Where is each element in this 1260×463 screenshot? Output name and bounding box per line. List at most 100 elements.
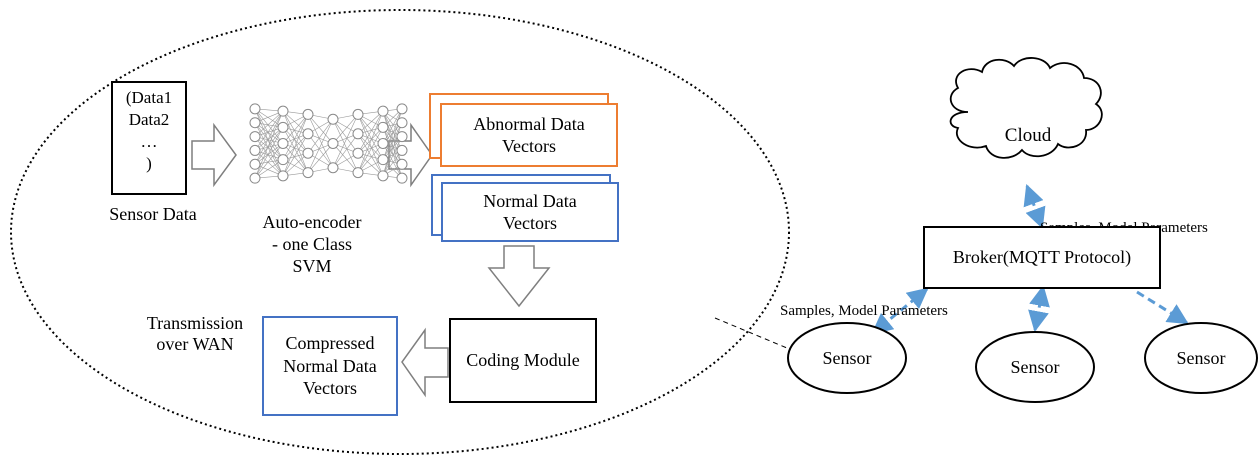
nn-neuron <box>277 138 289 149</box>
nn-connection <box>307 119 334 154</box>
nn-connection <box>282 127 309 154</box>
nn-neuron <box>277 105 289 117</box>
nn-connection <box>357 111 384 173</box>
nn-neuron <box>249 144 261 156</box>
nn-neuron <box>396 117 408 129</box>
nn-neuron <box>302 108 314 120</box>
sensor-node-2 <box>975 331 1095 403</box>
normal-data-box: Normal Data Vectors <box>441 182 619 242</box>
nn-neuron <box>249 117 261 129</box>
block-arrow-left <box>401 327 449 398</box>
nn-connection <box>282 114 309 160</box>
nn-connection <box>254 111 284 165</box>
nn-connection <box>357 152 384 177</box>
nn-neuron <box>377 154 389 166</box>
nn-connection <box>282 111 309 154</box>
nn-connection <box>382 143 403 179</box>
compressed-line-2: Normal Data <box>283 355 377 376</box>
nn-connection <box>382 108 403 160</box>
nn-neuron <box>352 167 364 179</box>
normal-line-1: Normal Data <box>483 190 577 211</box>
nn-connection <box>254 150 284 177</box>
sensor-data-box: (Data1 Data2 … ) <box>111 81 187 195</box>
nn-neuron <box>352 147 364 159</box>
sensor-data-label: Sensor Data <box>109 204 197 224</box>
nn-connection <box>332 119 359 154</box>
nn-connection <box>282 133 309 160</box>
nn-neuron <box>377 138 389 149</box>
sensor-node-1 <box>787 322 907 394</box>
nn-connection <box>254 122 284 160</box>
nn-connection <box>357 127 384 154</box>
sensor-label-3: Sensor <box>1177 348 1226 368</box>
nn-connection <box>382 136 403 176</box>
nn-connection <box>307 133 334 168</box>
nn-connection <box>332 114 359 168</box>
nn-connection <box>382 127 403 165</box>
sensor-data-line-2: Data2 <box>128 110 170 130</box>
coding-module-box: Coding Module <box>449 318 597 403</box>
nn-neuron <box>377 121 389 133</box>
autoencoder-label-line-2: - one Class <box>272 233 352 254</box>
nn-connection <box>382 111 403 151</box>
nn-connection <box>382 122 403 176</box>
compressed-data-box: Compressed Normal Data Vectors <box>262 316 398 416</box>
nn-connection <box>357 133 384 160</box>
nn-connection <box>332 133 359 168</box>
link-broker-sensor-2 <box>1028 284 1050 333</box>
nn-connection <box>357 127 384 173</box>
nn-connection <box>282 114 309 176</box>
nn-neuron <box>352 108 364 120</box>
abnormal-line-2: Vectors <box>502 136 556 156</box>
nn-neuron <box>327 162 339 174</box>
nn-neuron <box>396 144 408 156</box>
transmission-label: Transmission over WAN <box>135 313 255 354</box>
nn-connection <box>307 119 334 173</box>
nn-connection <box>382 108 403 144</box>
nn-connection <box>282 143 309 173</box>
transmission-line-2: over WAN <box>156 333 234 354</box>
nn-connection <box>282 127 309 173</box>
nn-neuron <box>396 103 408 115</box>
nn-connection <box>357 114 384 160</box>
nn-connection <box>282 133 309 176</box>
region-connector-line <box>714 317 788 349</box>
nn-connection <box>382 111 403 165</box>
sensor-data-line-3: … <box>140 132 158 152</box>
nn-connection <box>254 143 284 165</box>
nn-neuron <box>249 103 261 115</box>
nn-connection <box>332 114 359 144</box>
nn-neuron <box>277 154 289 166</box>
normal-line-2: Vectors <box>503 213 557 233</box>
broker-box: Broker(MQTT Protocol) <box>923 226 1161 289</box>
nn-connection <box>254 108 284 128</box>
nn-neuron <box>302 167 314 179</box>
nn-connection <box>254 110 284 137</box>
nn-connection <box>254 108 284 144</box>
nn-connection <box>254 122 284 176</box>
sensor-node-3 <box>1144 322 1258 394</box>
nn-connection <box>254 136 284 160</box>
nn-connection <box>254 127 284 151</box>
compressed-line-1: Compressed <box>285 333 375 354</box>
nn-connection <box>357 114 384 176</box>
autoencoder-label-line-1: Auto-encoder <box>262 212 362 232</box>
block-arrow-down <box>487 245 551 308</box>
nn-connection <box>357 143 384 173</box>
autoencoder-label: Auto-encoder - one Class SVM <box>252 212 372 278</box>
nn-neuron <box>249 131 261 143</box>
cloud-label: Cloud <box>1005 125 1052 146</box>
nn-connection <box>254 159 284 179</box>
nn-neuron <box>352 128 364 140</box>
nn-connection <box>254 127 284 165</box>
nn-neuron <box>327 113 339 125</box>
nn-neuron <box>302 128 314 140</box>
nn-connection <box>282 110 309 135</box>
block-arrow-right-1 <box>191 122 237 188</box>
nn-neuron <box>249 172 261 184</box>
nn-connection <box>254 127 284 179</box>
nn-connection <box>357 133 384 176</box>
nn-neuron <box>377 105 389 117</box>
nn-connection <box>254 110 284 151</box>
nn-neuron <box>396 131 408 143</box>
